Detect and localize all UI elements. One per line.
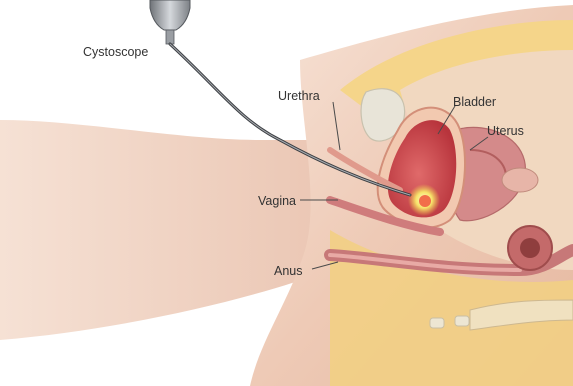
ovary <box>502 168 538 192</box>
label-vagina: Vagina <box>258 195 296 208</box>
cystoscope-device <box>150 0 190 44</box>
label-urethra: Urethra <box>278 90 320 103</box>
thigh <box>0 120 330 340</box>
label-anus: Anus <box>274 265 303 278</box>
label-uterus: Uterus <box>487 125 524 138</box>
label-bladder: Bladder <box>453 96 496 109</box>
label-cystoscope: Cystoscope <box>83 46 148 59</box>
